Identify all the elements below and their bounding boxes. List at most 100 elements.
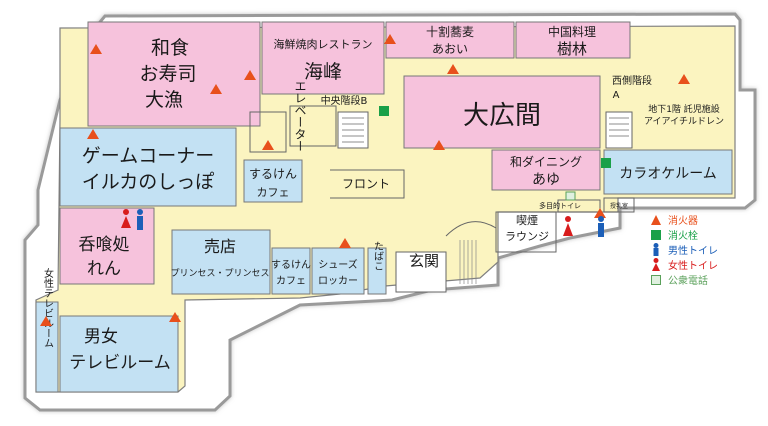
female-toilet-icon [121,209,131,228]
kids-line2: アイアイチルドレン [644,116,724,127]
spiral-stair [445,221,497,237]
fire-extinguisher-icon [339,238,351,248]
baiten-line1: 売店 [204,237,236,256]
nursing-room [603,197,635,213]
room-game [59,127,237,207]
kanshi-label: 授乳室 [610,202,628,210]
dining-line2: あゆ [532,172,560,188]
legend-label: 男性トイレ [668,246,718,257]
room-tabako [367,247,387,295]
shoes-line1: シューズ [318,258,358,271]
karaoke-label: カラオケルーム [619,166,717,182]
fire-extinguisher-icon [433,140,445,150]
female-toilet-icon [650,258,662,271]
fire-hydrant-icon [379,106,389,116]
front-label: フロント [342,177,390,191]
fire-extinguisher-icon [40,316,52,326]
fire-extinguisher-icon [678,74,690,84]
fire-extinguisher-icon [210,84,222,94]
cafe2-line1: するけん [271,259,311,271]
legend-item: 男性トイレ [650,242,760,257]
room-cafe1 [243,159,303,203]
tamokuteki-label: 多目的トイレ [539,201,581,210]
room-kaisen [261,21,385,95]
west-stairs-steps [609,117,629,137]
room-chuka [515,21,631,59]
room-soba [385,21,515,59]
legend-label: 女性トイレ [668,261,718,272]
game-line1: ゲームコーナー [82,145,214,167]
washoku-line2: お寿司 [139,63,196,85]
legend-item: 消火器 [650,212,760,227]
washoku-line3: 大漁 [145,89,183,111]
public-phone-icon [650,274,662,285]
tabako-label: たばこ [372,241,384,271]
fire-extinguisher-icon [87,129,99,139]
central-stairs-steps [342,117,364,143]
genkan-label: 玄関 [409,252,439,270]
legend-item: 公衆電話 [650,272,760,287]
tvroom-women-label: 女性テレビルーム [42,267,54,348]
kaisen-name: 海鮮焼肉レストラン [274,37,373,51]
multi-toilet [557,199,601,213]
elevator-shaft [289,105,337,147]
front-desk [330,169,405,199]
nomikui-line2: れん [87,259,121,279]
male-toilet-icon [650,243,662,256]
kitsuen-line1: 喫煙 [516,214,538,227]
male-toilet-icon [137,209,143,230]
room-washoku [87,21,261,127]
legend-item: 消火栓 [650,227,760,242]
nomikui-line1: 呑喰処 [79,235,130,255]
public-phone-icon [565,191,576,201]
entrance-step-lines [459,240,477,284]
legend-label: 消火栓 [668,231,698,242]
fire-extinguisher-icon [262,140,274,150]
game-line2: イルカのしっぽ [82,171,214,193]
soba-line2: あおい [432,42,468,56]
daihiroma-label: 大広間 [463,101,541,131]
room-tvroom [59,315,179,393]
tvroom-line2: テレビルーム [69,353,171,373]
nishi-kaidan-line1: 西側階段 [612,74,652,87]
room-cafe2 [271,247,311,295]
smoking-lounge [495,211,557,253]
legend-label: 消火器 [668,216,698,227]
cafe2-line2: カフェ [276,275,306,287]
toilet-pair-west [121,209,143,230]
fire-hydrant-icon [601,158,611,168]
kaisen-name2: 海峰 [304,61,342,83]
map-legend: 消火器消火栓男性トイレ女性トイレ公衆電話 [650,212,760,287]
baiten-line2: プリンセス・プリンセス [170,268,269,279]
room-shoes [311,247,365,295]
tvroom-line1: 男女 [84,327,118,347]
fire-hydrant-icon [650,229,662,240]
extinguishers [40,34,690,326]
nishi-kaidan-line2: A [613,90,620,101]
fire-extinguisher-icon [447,64,459,74]
fire-extinguisher-icon [169,312,181,322]
legend-item: 女性トイレ [650,257,760,272]
legend-label: 公衆電話 [668,276,708,287]
fire-extinguisher-icon [594,208,606,218]
elevator-label: エレベーター [293,80,307,152]
washoku-line1: 和食 [151,37,189,59]
kitsuen-line2: ラウンジ [505,230,549,243]
dining-line1: 和ダイニング [510,154,582,169]
female-toilet-icon [563,216,573,236]
entrance-steps [395,251,447,293]
cafe1-line2: カフェ [257,186,290,199]
male-toilet-icon [598,216,604,237]
kids-line1: 地下1階 託児施設 [648,103,720,115]
chuka-line1: 中国料理 [548,24,596,39]
soba-line1: 十割蕎麦 [426,24,474,39]
fire-extinguisher-icon [650,214,662,225]
fire-extinguisher-icon [90,44,102,54]
room-daihiroma [403,75,601,149]
cafe1-line1: するけん [249,167,297,181]
room-baiten [171,229,271,295]
room-karaoke [603,149,733,195]
fire-extinguisher-icon [384,34,396,44]
room-dining [491,149,601,191]
